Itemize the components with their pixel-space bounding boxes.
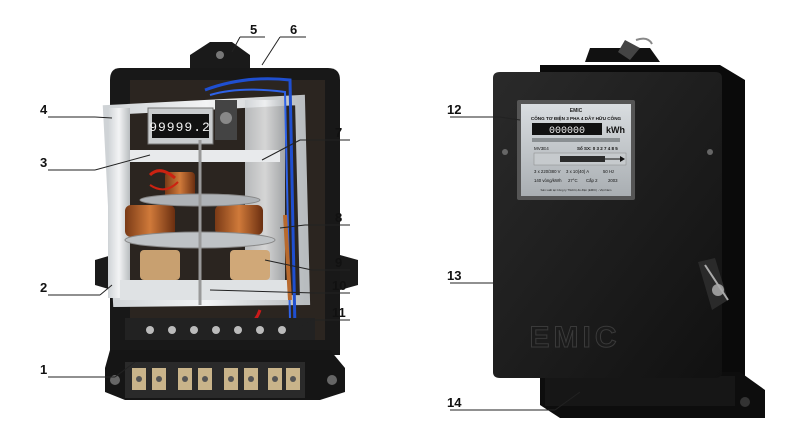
nameplate-footer: Sản xuất tại Công ty Thiết bị đo điện (E… [541, 188, 612, 192]
spec-row-2: 140 vòng/kWh 27°C Cấp 2 2003 [534, 178, 618, 183]
callout-2: 2 [40, 280, 48, 295]
register-digits: 99999.2 [149, 120, 211, 135]
open-meter: 99999.2 [95, 42, 358, 400]
spec-voltage: 3 x 220/380 V [534, 169, 561, 174]
callout-7: 7 [335, 125, 343, 140]
spec-temperature: 27°C [568, 178, 578, 183]
nameplate-title: CÔNG TƠ ĐIỆN 3 PHA 4 DÂY HỮU CÔNG [531, 114, 622, 121]
terminal-block [105, 350, 345, 400]
nameplate-brand: EMIC [570, 108, 583, 114]
spec-constant: 140 vòng/kWh [534, 178, 562, 183]
lower-terminal-screws [146, 326, 286, 334]
model-label: MV3E4 [534, 146, 549, 151]
callout-8: 8 [335, 210, 343, 225]
callout-5: 5 [250, 22, 258, 37]
callout-lines [48, 36, 581, 411]
spec-frequency: 50 Hz [603, 169, 614, 174]
closed-meter: EMIC CÔNG TƠ ĐIỆN 3 PHA 4 DÂY HỮU CÔNG 0… [493, 37, 765, 418]
serial-label: Số SX: 0 3 2 7 4 8 5 [577, 145, 618, 151]
callout-13: 13 [447, 268, 462, 283]
callout-3: 3 [40, 155, 48, 170]
callout-10: 10 [332, 278, 347, 293]
spec-current: 3 x 10(40) A [566, 169, 589, 174]
brand-emboss: EMIC [530, 321, 621, 354]
spec-row-1: 3 x 220/380 V 3 x 10(40) A 50 Hz [534, 169, 614, 174]
display-window: EMIC CÔNG TƠ ĐIỆN 3 PHA 4 DÂY HỮU CÔNG 0… [517, 100, 635, 200]
register: 99999.2 [147, 107, 214, 145]
callout-14: 14 [447, 395, 462, 410]
voltage-coils [125, 169, 270, 280]
spec-year: 2003 [608, 178, 618, 183]
display-digits: 000000 [549, 126, 585, 137]
callout-4: 4 [40, 102, 48, 117]
callout-9: 9 [335, 255, 343, 270]
callout-6: 6 [290, 22, 298, 37]
callout-11: 11 [332, 305, 346, 320]
spec-class: Cấp 2 [586, 178, 598, 183]
display-unit: kWh [606, 125, 625, 135]
callout-1: 1 [40, 362, 48, 377]
callout-12: 12 [447, 102, 462, 117]
